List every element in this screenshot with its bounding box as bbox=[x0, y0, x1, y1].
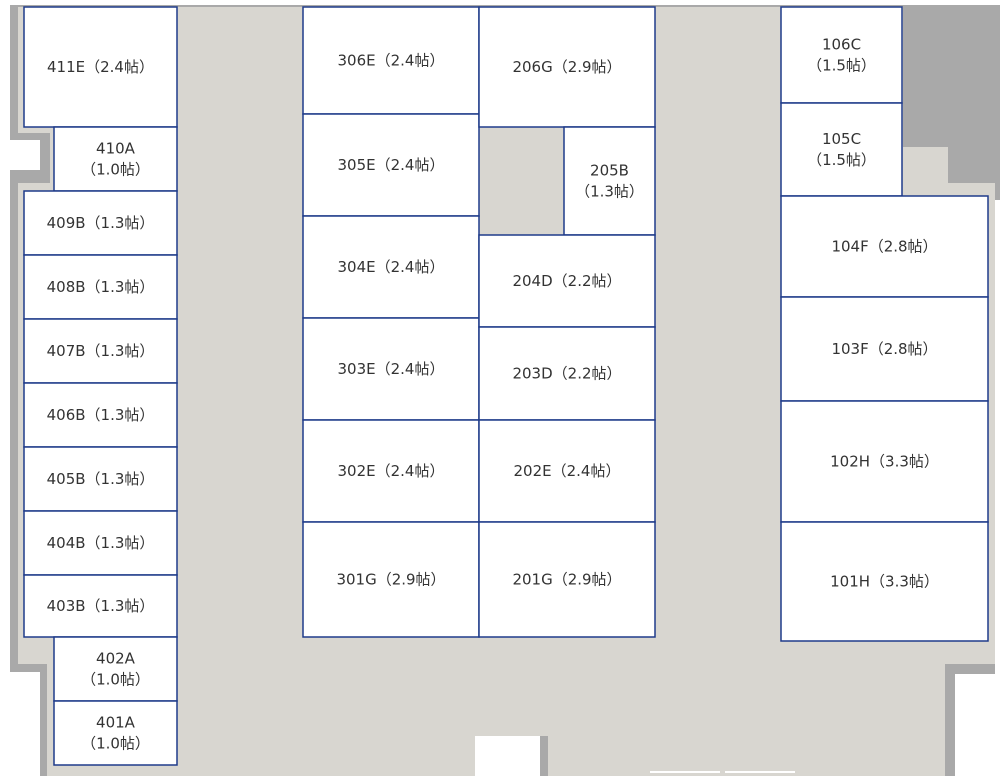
room-302e[interactable] bbox=[302, 419, 480, 523]
room-401a[interactable] bbox=[53, 700, 178, 766]
room-205b[interactable] bbox=[563, 126, 656, 236]
room-105c[interactable] bbox=[780, 102, 903, 197]
room-402a[interactable] bbox=[53, 636, 178, 702]
room-306e[interactable] bbox=[302, 6, 480, 115]
room-106c[interactable] bbox=[780, 6, 903, 104]
room-104f[interactable] bbox=[780, 195, 989, 298]
room-403b[interactable] bbox=[23, 574, 178, 638]
room-407b[interactable] bbox=[23, 318, 178, 384]
room-204d[interactable] bbox=[478, 234, 656, 328]
room-303e[interactable] bbox=[302, 317, 480, 421]
room-102h[interactable] bbox=[780, 400, 989, 523]
room-101h[interactable] bbox=[780, 521, 989, 642]
room-410a[interactable] bbox=[53, 126, 178, 192]
room-206g[interactable] bbox=[478, 6, 656, 128]
room-406b[interactable] bbox=[23, 382, 178, 448]
room-201g[interactable] bbox=[478, 521, 656, 638]
room-305e[interactable] bbox=[302, 113, 480, 217]
room-408b[interactable] bbox=[23, 254, 178, 320]
room-202e[interactable] bbox=[478, 419, 656, 523]
room-405b[interactable] bbox=[23, 446, 178, 512]
room-411e[interactable] bbox=[23, 6, 178, 128]
room-404b[interactable] bbox=[23, 510, 178, 576]
room-409b[interactable] bbox=[23, 190, 178, 256]
room-301g[interactable] bbox=[302, 521, 480, 638]
room-203d[interactable] bbox=[478, 326, 656, 421]
room-304e[interactable] bbox=[302, 215, 480, 319]
room-103f[interactable] bbox=[780, 296, 989, 402]
